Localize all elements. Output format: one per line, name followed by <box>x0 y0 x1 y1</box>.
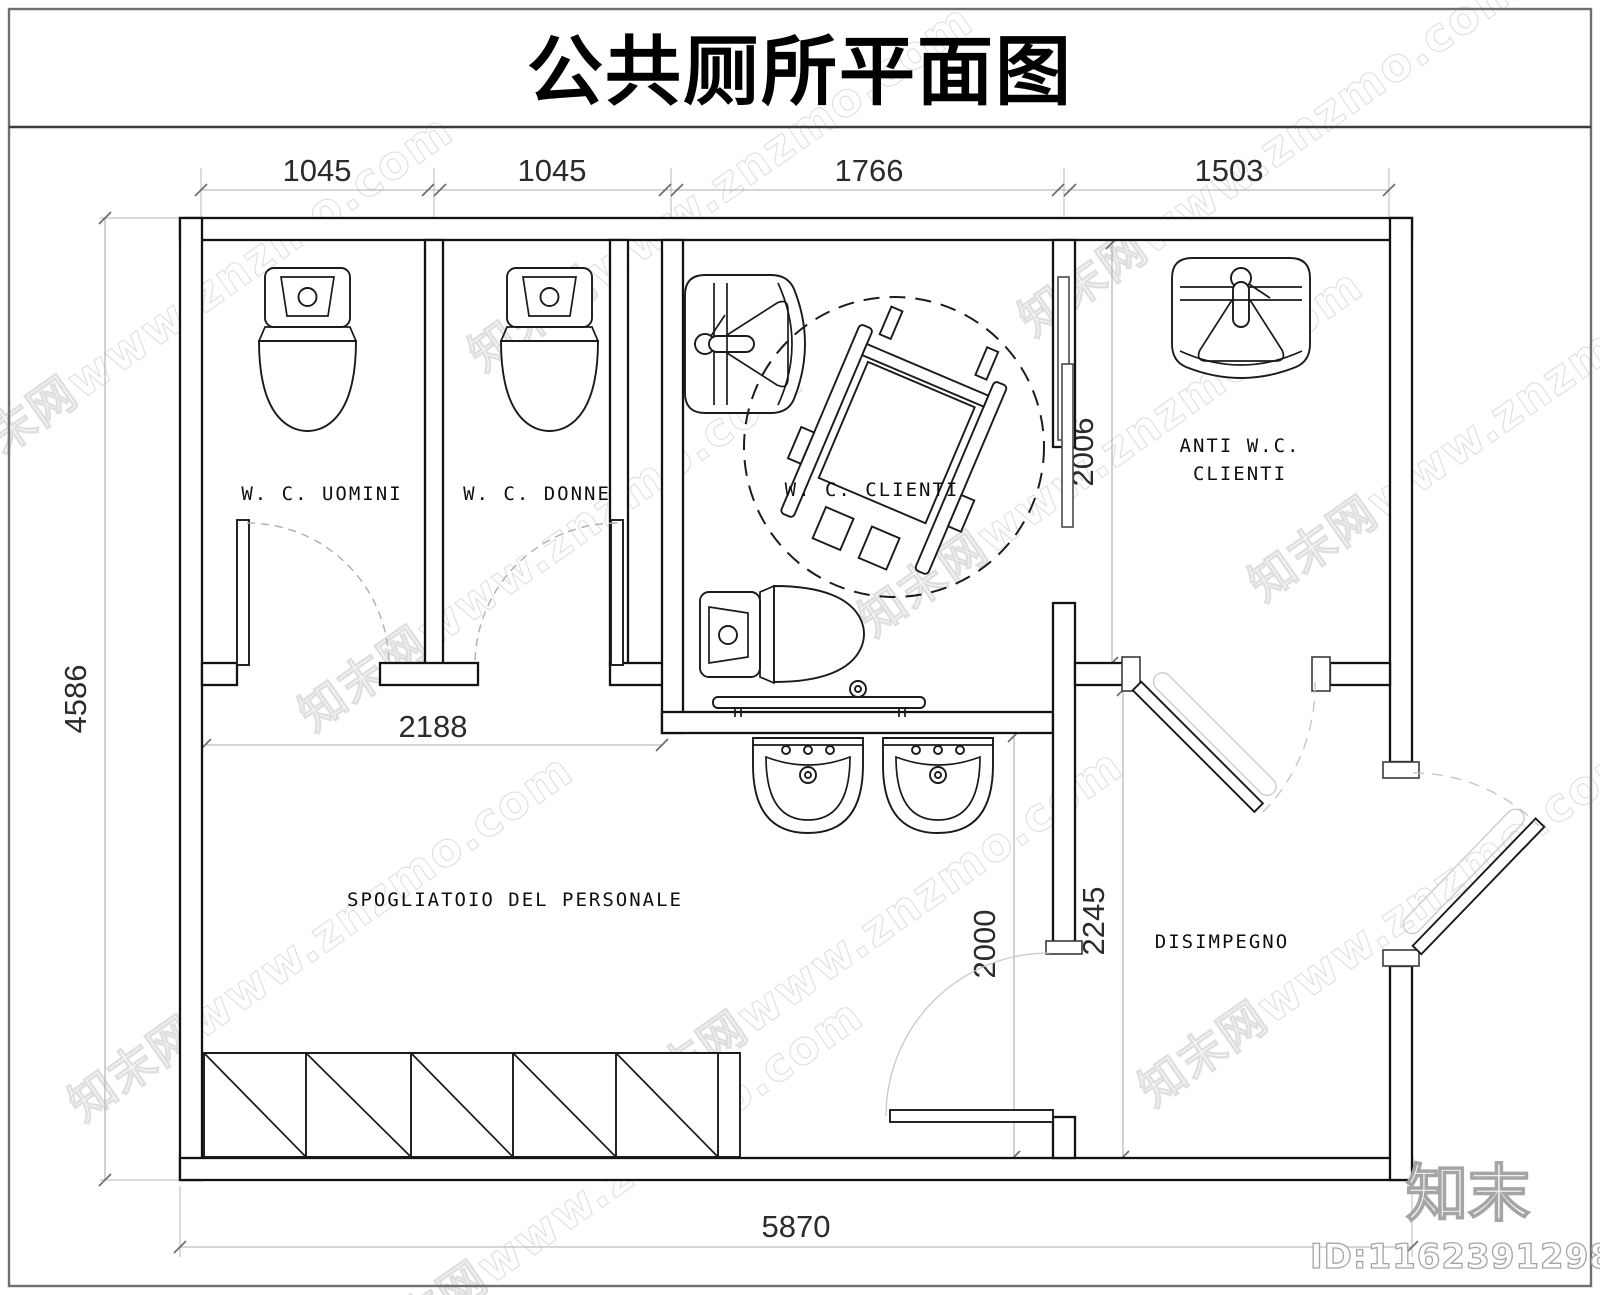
dim-bottom: 5870 <box>762 1209 831 1244</box>
label-anti-wc-2: CLIENTI <box>1193 463 1287 485</box>
sink-wc-clienti <box>684 274 806 414</box>
partition-foot-1 <box>378 661 480 687</box>
door-leaf-exterior <box>1402 808 1546 956</box>
door-swing-spogliatoio <box>885 952 1050 1117</box>
partition-uomini-donne <box>423 238 445 667</box>
wall-right-lower <box>1388 964 1414 1182</box>
partition-foot-2 <box>608 661 669 687</box>
label-disimpegno: DISIMPEGNO <box>1155 931 1289 953</box>
label-anti-wc-1: ANTI W.C. <box>1180 435 1301 457</box>
sink-anti-wc <box>1171 257 1311 379</box>
doors <box>236 276 1546 1123</box>
label-wc-clienti: W. C. CLIENTI <box>785 479 960 501</box>
image-id: ID:1162391298 <box>1310 1237 1600 1277</box>
door-jamb <box>1045 940 1083 955</box>
wall-return-left <box>200 661 239 687</box>
site-branding: 知末 ID:1162391298 <box>1309 1156 1600 1277</box>
dim-top-4: 1503 <box>1195 153 1264 188</box>
wall-top <box>178 216 1414 242</box>
floor-drain-icon <box>849 680 867 698</box>
sheet-frame: 公共厕所平面图 <box>7 7 1593 1288</box>
znzmo-logo: 知末 <box>1406 1157 1530 1230</box>
room-labels: W. C. UOMINI W. C. DONNE W. C. CLIENTI A… <box>241 435 1301 953</box>
door-jamb <box>1311 656 1331 692</box>
label-wc-donne: W. C. DONNE <box>463 483 611 505</box>
label-spogliatoio: SPOGLIATOIO DEL PERSONALE <box>347 889 683 911</box>
door-swing-uomini <box>246 522 390 666</box>
drawing-border <box>7 7 1593 1288</box>
door-jamb <box>1121 656 1141 692</box>
label-wc-uomini: W. C. UOMINI <box>241 483 402 505</box>
watermark-text: 知末网www.znzmo.com <box>1129 727 1600 1117</box>
wall-wc-clienti-left <box>660 238 685 735</box>
door-swing-disimpegno-top <box>1262 681 1316 813</box>
fixtures <box>203 257 1311 1158</box>
wall-right-upper <box>1388 216 1414 764</box>
door-swing-exterior <box>1412 772 1540 827</box>
toilet-uomini <box>258 267 357 432</box>
sink-spogliatoio-2 <box>882 737 994 834</box>
page-title: 公共厕所平面图 <box>527 30 1073 115</box>
watermark-text: 知末网www.znzmo.com <box>0 102 463 492</box>
dim-2188: 2188 <box>399 709 468 744</box>
toilet-donne <box>500 267 599 432</box>
sink-spogliatoio-1 <box>752 737 864 834</box>
dim-top-1: 1045 <box>283 153 352 188</box>
dim-top-3: 1766 <box>835 153 904 188</box>
turning-circle <box>743 296 1045 598</box>
wall-stub-bottom <box>1051 1115 1077 1160</box>
dim-2000: 2000 <box>967 910 1002 979</box>
grab-bar <box>712 696 926 717</box>
door-swing-donne <box>474 522 618 666</box>
wall-disimpegno-top-left <box>1073 661 1130 687</box>
wall-wc-clienti-bottom <box>660 710 1055 735</box>
wall-clienti-anti-lower <box>1051 601 1077 947</box>
door-jamb <box>1382 949 1420 967</box>
wall-left <box>178 216 204 1182</box>
extension-lines <box>100 168 1413 1257</box>
door-jamb <box>1382 761 1420 779</box>
wall-disimpegno-top-right <box>1328 661 1392 687</box>
dim-top-2: 1045 <box>518 153 587 188</box>
door-leaf-donne <box>610 519 624 666</box>
door-leaf-disimpegno-top <box>1131 672 1277 814</box>
toilet-clienti <box>699 584 865 685</box>
wheelchair-icon <box>780 305 1008 575</box>
locker-bench <box>203 1052 741 1158</box>
door-leaf-uomini <box>236 519 250 666</box>
dim-left: 4586 <box>58 665 93 734</box>
dimension-lines <box>104 189 1412 1248</box>
door-leaf-spogliatoio <box>889 1109 1054 1123</box>
sliding-door-clienti <box>1057 276 1074 528</box>
wall-bottom <box>178 1156 1414 1182</box>
